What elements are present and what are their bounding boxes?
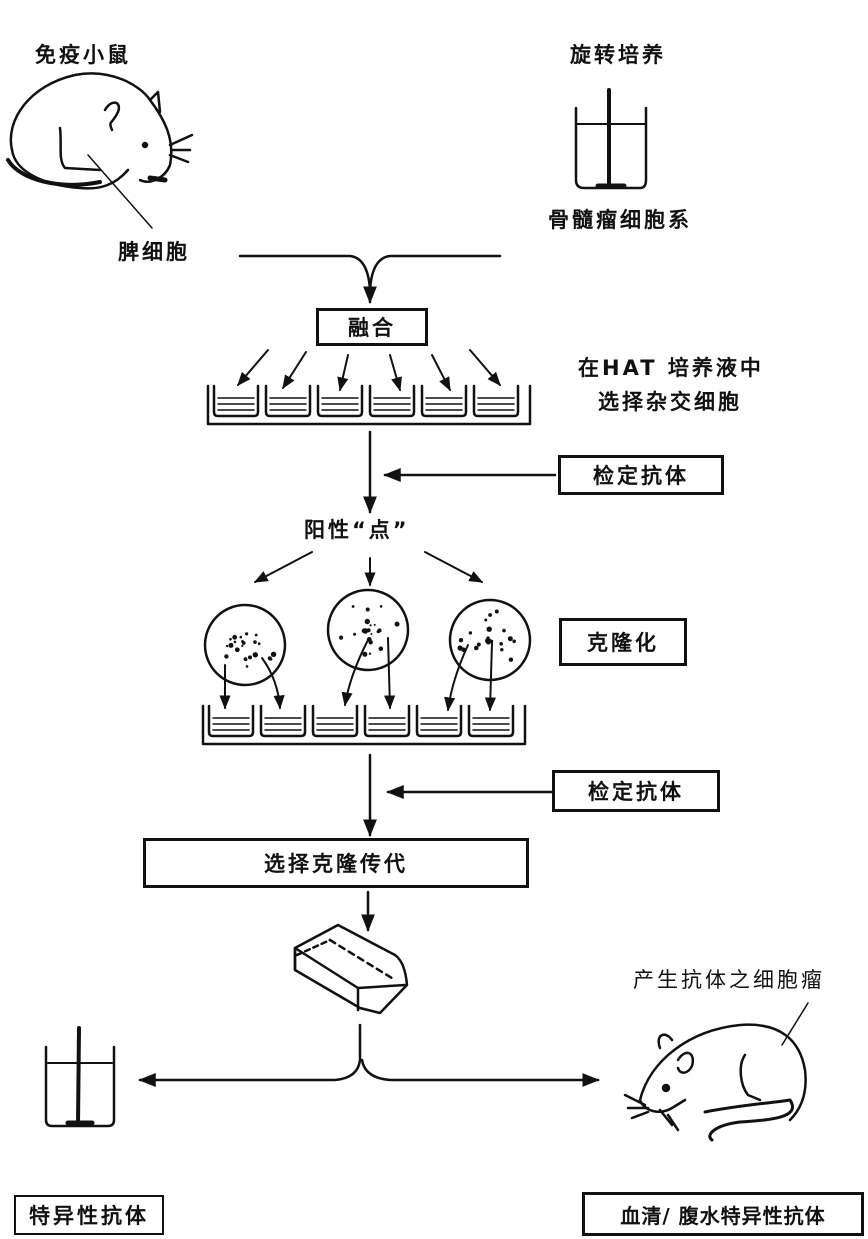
colony-dot [270,651,277,657]
colony-dot [468,631,473,635]
fan-arrows [237,349,501,392]
spleen-cells-label: 脾细胞 [118,240,190,264]
colony-dot [229,637,232,641]
colony-dot [364,618,370,625]
colony-dot [254,633,258,637]
tumor-pointer-line [781,1002,809,1046]
colony-dot [509,637,513,640]
split-line [138,1023,362,1087]
colony-dot [377,628,382,633]
culture-flask-icon [293,923,409,1015]
plate-well [368,384,416,418]
colony-dot [485,638,491,644]
colony-dot [502,628,506,633]
assay-antibody-box-1: 检定抗体 [558,455,724,495]
colony-dot [474,645,479,651]
colony-dot [339,635,344,640]
hat-selection-label-line1: 在HAT 培养液中 [578,356,764,380]
colony-dot [486,626,492,632]
colony-dot [370,633,373,635]
colony-dot [512,639,516,644]
colony-dot [353,632,357,636]
spleen-pointer-line [87,154,153,229]
multiwell-plate-icon [206,384,532,426]
colony-dot [458,638,464,643]
antibody-producing-tumor-label: 产生抗体之细胞瘤 [633,968,825,992]
colony-dot [500,648,504,652]
colony-dot [362,651,368,657]
colony-dot [508,657,514,662]
colony-dot [241,644,244,648]
plate-well [311,704,359,738]
colony-dot [351,605,355,608]
colony-dot [379,605,383,608]
positive-arrows [253,551,484,587]
colony-dot [366,628,371,633]
colony-dot [365,607,370,612]
plate-outline [201,704,527,746]
assay-antibody-box-2: 检定抗体 [552,770,720,812]
spinner-culture-label: 旋转培养 [570,43,666,67]
multiwell-plate-icon [201,704,527,746]
colony-dot [394,621,400,627]
colony-dot [494,609,499,614]
plate-well [467,704,515,738]
colony-dot [364,628,368,632]
colony-dot [476,642,481,647]
colony-dot [224,654,229,659]
colony-dot [233,640,237,644]
myeloma-cells-label: 骨髓瘤细胞系 [548,208,692,232]
plate-well [316,384,364,418]
colony-dot [369,624,372,627]
colony-dots [224,605,516,668]
spinner-flask-icon [574,88,648,190]
plate-well [207,704,255,738]
cloning-box: 克隆化 [559,618,687,666]
colony-dot [234,647,240,653]
spinner-flask-icon [44,1026,116,1128]
colony-dot [488,613,492,617]
plate-well [264,384,312,418]
plate-well [363,704,411,738]
plate-well [420,384,468,418]
colony-dot [378,646,384,651]
mouse-icon [6,72,194,190]
select-clone-subculture-box: 选择克隆传代 [143,838,529,888]
colony-dot [269,657,273,661]
colony-dot [373,623,376,626]
colony-dot [253,640,257,644]
clone-arrows [219,637,496,712]
colony-dot [239,635,243,639]
fusion-box: 融合 [316,308,428,346]
colony-dot [245,665,249,668]
colony-dot [252,652,258,658]
hat-selection-label-line2: 选择杂交细胞 [598,390,742,414]
specific-antibody-box: 特异性抗体 [14,1195,164,1235]
colony-dot [248,655,252,660]
mouse-icon [623,1023,807,1142]
serum-ascites-antibody-box: 血清/ 腹水特异性抗体 [582,1192,864,1236]
colony-dot [243,657,248,662]
colony-dot [499,642,504,646]
colony-dot [245,632,249,636]
petri-dish-icon [203,588,532,687]
colony-dot [257,642,261,646]
colony-dot [241,640,244,643]
immunized-mouse-label: 免疫小鼠 [35,43,131,67]
split-line-right [360,1058,600,1087]
colony-dot [225,644,229,648]
plate-well [212,384,260,418]
plate-well [472,384,520,418]
plate-well [415,704,463,738]
plate-outline [206,384,532,426]
colony-dot [484,618,488,622]
colony-dot [368,652,372,655]
plate-well [259,704,307,738]
positive-spots-label: 阳性“点” [304,518,410,542]
colony-dot [228,642,234,648]
colony-dot [232,634,238,640]
